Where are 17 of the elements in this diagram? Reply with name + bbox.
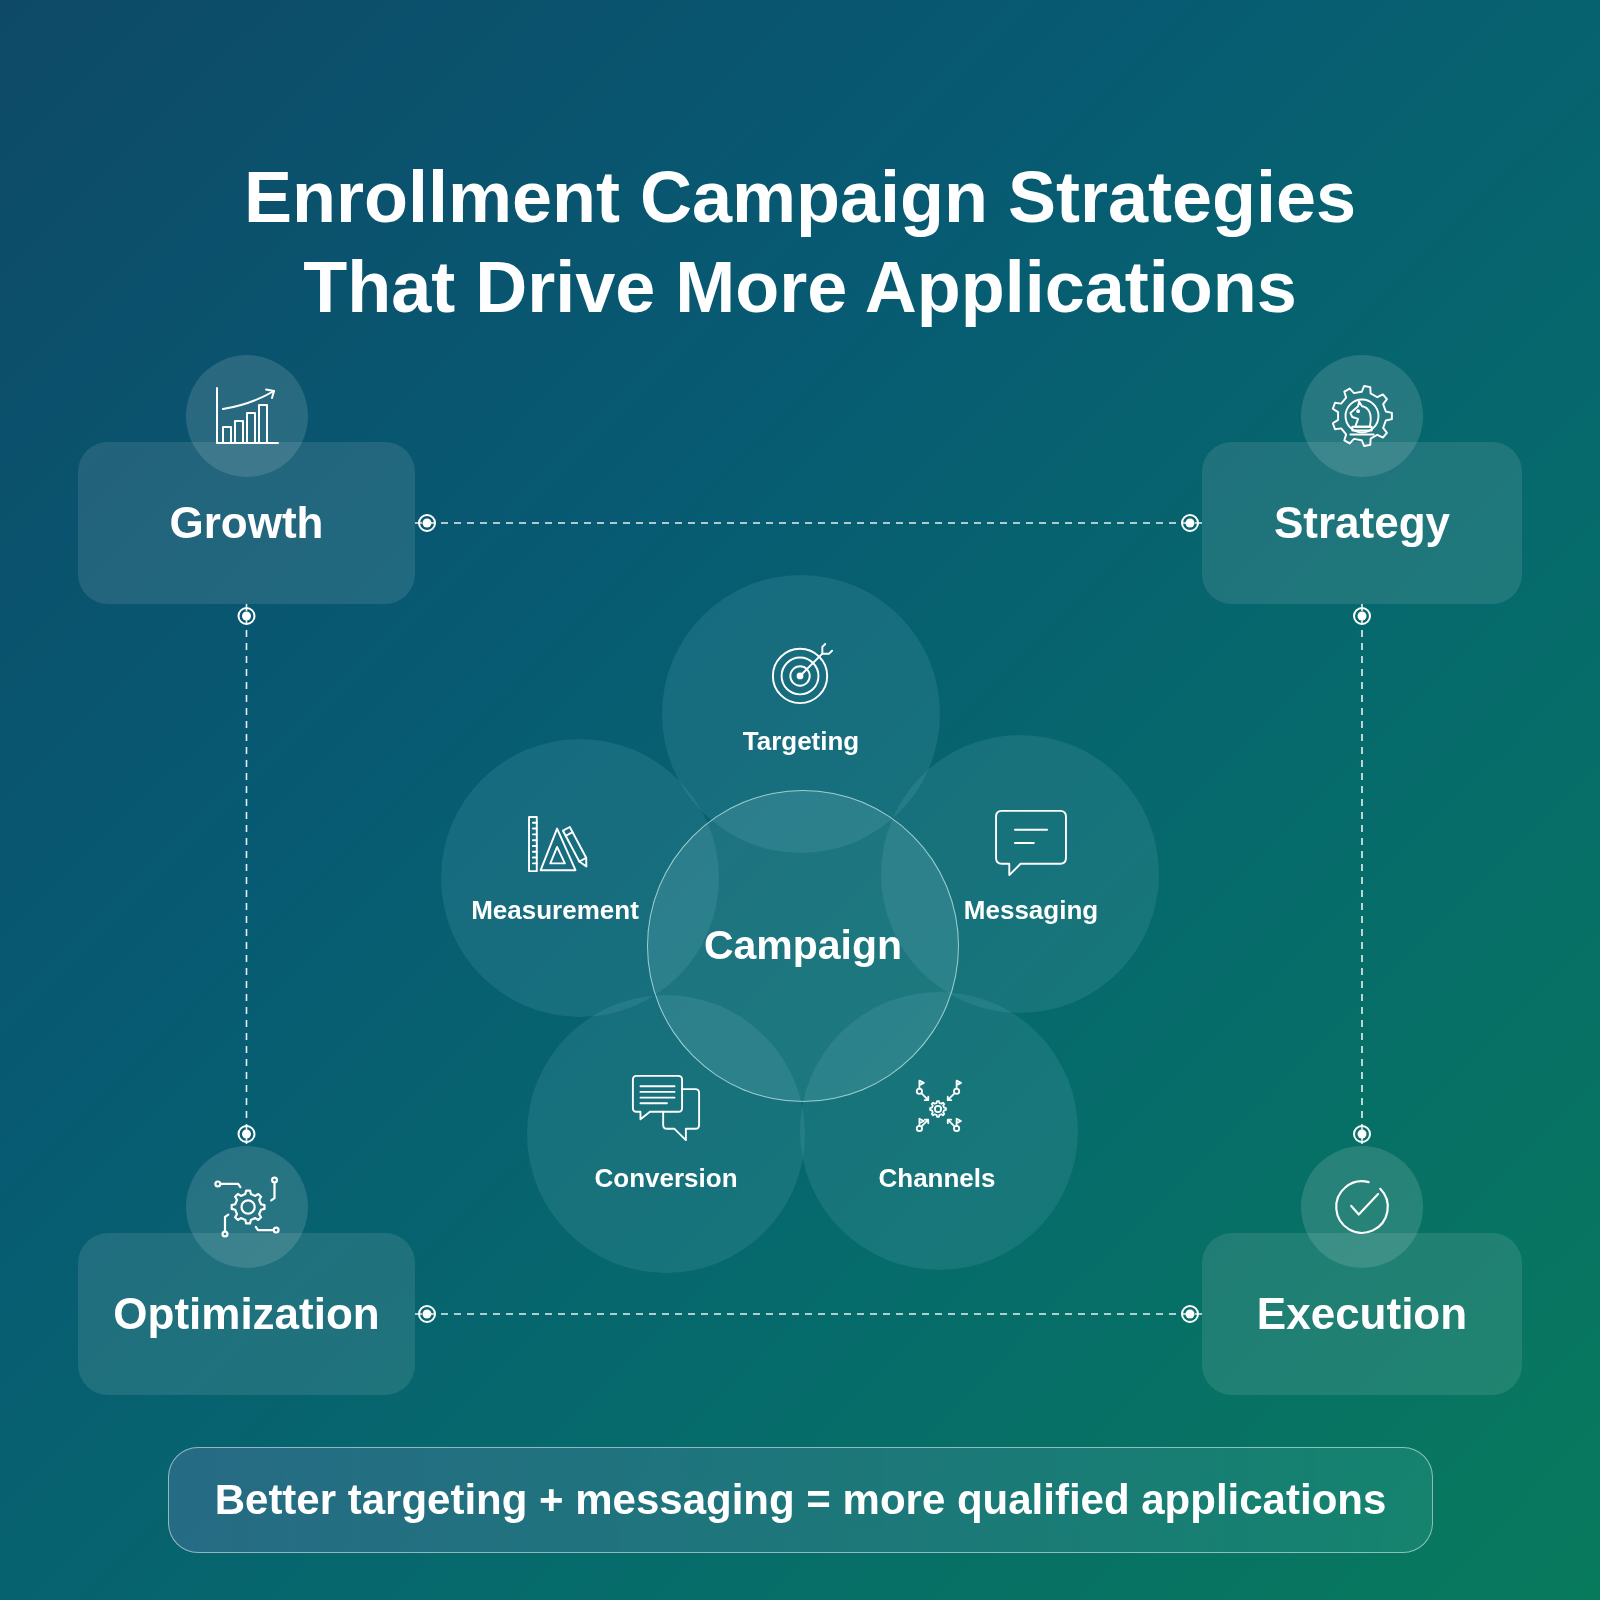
circle-label: Measurement <box>471 896 639 926</box>
circle-label: Conversion <box>594 1164 738 1194</box>
circle-label: Channels <box>878 1164 996 1194</box>
dotted-connector <box>414 514 1203 532</box>
circle-label: Campaign <box>703 922 903 970</box>
title: Enrollment Campaign Strategies That Drive More Applications <box>242 156 1358 329</box>
summary-banner <box>168 1447 1433 1553</box>
box-label: Optimization <box>113 1288 380 1340</box>
box-label: Execution <box>1256 1288 1468 1340</box>
circle-label: Targeting <box>742 727 860 757</box>
banner-text: Better targeting + messaging = more qualified applications <box>214 1475 1387 1525</box>
circle-label: Messaging <box>963 896 1099 926</box>
dotted-connector <box>1353 603 1371 1147</box>
dotted-connector <box>237 603 256 1147</box>
dotted-connector <box>414 1305 1203 1323</box>
box-label: Strategy <box>1273 497 1451 549</box>
box-label: Growth <box>169 497 324 549</box>
